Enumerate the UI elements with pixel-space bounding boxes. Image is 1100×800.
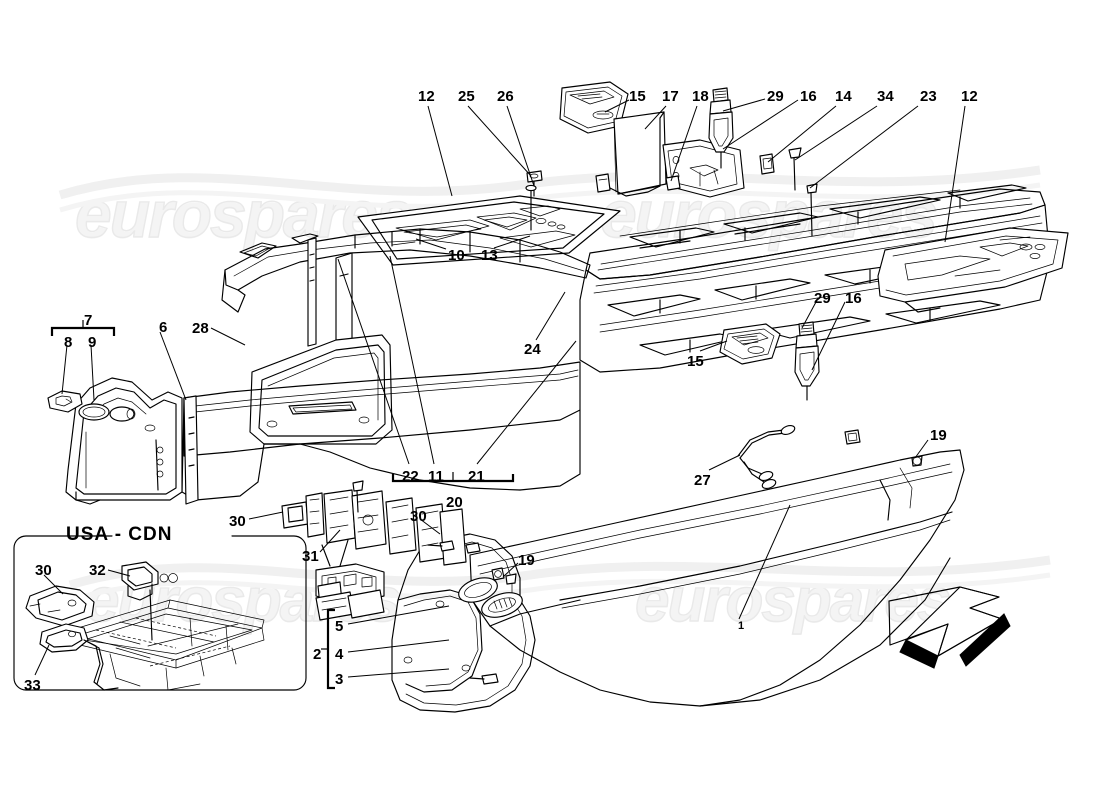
- leader-line-21: [476, 340, 577, 465]
- leader-line-32: [107, 569, 131, 577]
- callout-label-31: 31: [302, 548, 319, 565]
- leader-line-29: [801, 301, 817, 329]
- part-left-trim-panel: [47, 377, 199, 505]
- inset-title-usa-cdn: USA - CDN: [66, 524, 173, 545]
- callout-label-28: 28: [192, 320, 209, 337]
- callout-label-12: 12: [418, 88, 435, 105]
- part-right-cover-plate: [877, 227, 1069, 313]
- leader-line-17: [644, 105, 667, 130]
- callout-label-30: 30: [229, 513, 246, 530]
- leader-line-1: [738, 504, 791, 620]
- callout-label-30: 30: [35, 562, 52, 579]
- leader-line-31: [319, 529, 341, 553]
- leader-line-26: [506, 105, 535, 187]
- callout-leader-lines: [34, 98, 966, 678]
- callout-brackets: [50, 320, 515, 690]
- callout-label-34: 34: [877, 88, 894, 105]
- leader-line-8: [61, 344, 68, 395]
- callout-label-10: 10: [448, 247, 465, 264]
- leader-line-19: [914, 439, 929, 459]
- bracket-7: [50, 326, 116, 336]
- leader-line-14: [767, 105, 837, 163]
- direction-arrow: [888, 586, 1011, 669]
- callout-label-18: 18: [692, 88, 709, 105]
- leader-line-29: [722, 98, 766, 112]
- callout-label-16: 16: [845, 290, 862, 307]
- part-mid-right-components: [719, 321, 923, 490]
- leader-line-16: [811, 301, 846, 371]
- leader-line-4: [347, 639, 450, 653]
- callout-label-33: 33: [24, 677, 41, 694]
- leader-line-30: [419, 518, 441, 535]
- callout-label-16: 16: [800, 88, 817, 105]
- callout-label-4: 4: [335, 646, 344, 663]
- leader-line-9: [90, 344, 95, 401]
- part-upper-console-cover: [357, 195, 621, 266]
- callout-label-15: 15: [629, 88, 646, 105]
- leader-line-15: [604, 99, 630, 113]
- callout-label-25: 25: [458, 88, 475, 105]
- callout-label-19: 19: [930, 427, 947, 444]
- callout-label-29: 29: [767, 88, 784, 105]
- leader-line-6: [159, 331, 187, 401]
- part-lower-trim-assembly: [391, 533, 536, 713]
- callout-label-32: 32: [89, 562, 106, 579]
- callout-label-12: 12: [961, 88, 978, 105]
- callout-label-17: 17: [662, 88, 679, 105]
- callout-label-29: 29: [814, 290, 831, 307]
- callout-label-2: 2: [313, 646, 322, 663]
- leader-line-5: [347, 605, 450, 625]
- callout-label-9: 9: [88, 334, 97, 351]
- leader-line-18: [670, 105, 698, 182]
- inset-usa-cdn-contents: [25, 561, 265, 691]
- callout-label-20: 20: [446, 494, 463, 511]
- callout-label-23: 23: [920, 88, 937, 105]
- callout-label-27: 27: [694, 472, 711, 489]
- callout-label-30: 30: [410, 508, 427, 525]
- callout-label-7: 7: [84, 312, 93, 329]
- part-bracket-cluster: [281, 480, 481, 607]
- callout-label-15: 15: [687, 353, 704, 370]
- callout-label-3: 3: [335, 671, 344, 688]
- callout-label-14: 14: [835, 88, 852, 105]
- leader-line-30: [43, 574, 64, 595]
- leader-line-33: [34, 644, 50, 676]
- part-console-side-left: [181, 228, 591, 501]
- leader-line-34: [794, 105, 878, 161]
- callout-label-19: 19: [518, 552, 535, 569]
- callout-label-21: 21: [468, 468, 485, 485]
- callout-label-22: 22: [402, 468, 419, 485]
- leader-line-10: [415, 238, 447, 250]
- leader-line-23: [809, 105, 919, 189]
- callout-label-5: 5: [335, 618, 344, 635]
- leader-line-30: [248, 511, 284, 520]
- leader-line-12: [427, 105, 453, 197]
- leader-line-28: [210, 327, 246, 346]
- leader-line-3: [347, 668, 450, 678]
- leader-line-25: [467, 105, 532, 177]
- bracket-2: [326, 608, 335, 690]
- callout-label-1: 1: [738, 620, 745, 632]
- leader-line-22: [337, 258, 410, 465]
- callout-label-24: 24: [524, 341, 541, 358]
- leader-line-11: [389, 255, 435, 465]
- leader-line-19: [502, 562, 519, 578]
- leader-line-15: [699, 340, 728, 352]
- callout-label-11: 11: [428, 468, 444, 485]
- part-rocker-sill-panel: [469, 449, 965, 707]
- leader-line-13: [493, 235, 531, 249]
- callout-label-26: 26: [497, 88, 514, 105]
- inset-box-outline: [13, 535, 307, 691]
- callout-label-13: 13: [481, 247, 498, 264]
- callout-label-6: 6: [159, 319, 168, 336]
- leader-line-24: [535, 291, 566, 341]
- leader-line-27: [708, 454, 741, 471]
- leader-line-12: [944, 105, 966, 243]
- part-small-brackets-lower: [315, 589, 385, 621]
- callout-label-8: 8: [64, 334, 73, 351]
- leader-line-16: [722, 99, 799, 150]
- part-upper-right-components: [525, 81, 818, 237]
